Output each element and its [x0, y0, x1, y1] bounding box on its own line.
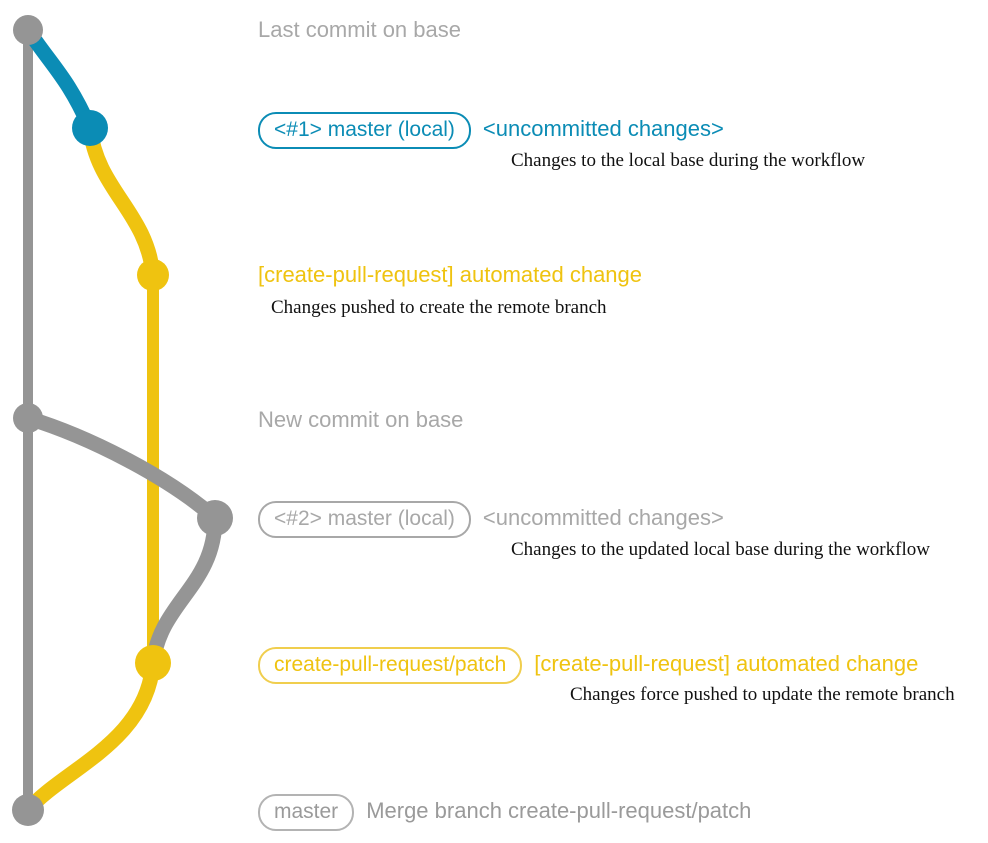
merge-commit-row: master Merge branch create-pull-request/…	[258, 794, 751, 831]
commit-subject-merge-branch: Merge branch create-pull-request/patch	[366, 798, 752, 823]
merge-commit-node[interactable]	[12, 794, 44, 826]
commit-description-force-pushed-to-update-remote-branch: Changes force pushed to update the remot…	[570, 684, 955, 705]
edge-pr-commit-2-to-merge	[20, 655, 161, 818]
edge-base-new-to-local-2	[20, 410, 223, 526]
new-commit-on-base-node[interactable]	[13, 403, 43, 433]
branch-pill-master-local-2[interactable]: <#2> master (local)	[258, 501, 471, 538]
master-local-1-row: <#1> master (local) <uncommitted changes…	[258, 112, 724, 149]
last-commit-on-base-node[interactable]	[13, 15, 43, 45]
edge-local-2-to-pr-commit-2	[145, 510, 223, 671]
master-local-2-node[interactable]	[197, 500, 233, 536]
create-pull-request-commit-1-node[interactable]	[137, 259, 169, 291]
branch-pill-master[interactable]: master	[258, 794, 355, 831]
master-local-1-node[interactable]	[72, 110, 108, 146]
create-pull-request-commit-2-node[interactable]	[135, 645, 171, 681]
create-pull-request-patch-row: create-pull-request/patch [create-pull-r…	[258, 647, 918, 684]
commit-subject-automated-change-2: [create-pull-request] automated change	[534, 651, 919, 676]
commit-subject-uncommitted-changes-2: <uncommitted changes>	[482, 505, 724, 530]
commit-description-local-base-changes: Changes to the local base during the wor…	[511, 150, 866, 171]
master-local-2-row: <#2> master (local) <uncommitted changes…	[258, 501, 724, 538]
last-commit-on-base-label: Last commit on base	[258, 17, 461, 42]
commit-subject-automated-change-1: [create-pull-request] automated change	[258, 262, 643, 287]
new-commit-on-base-label: New commit on base	[258, 407, 464, 432]
commit-subject-uncommitted-changes-1: <uncommitted changes>	[482, 116, 724, 141]
edge-local-1-to-pr-commit-1	[82, 120, 161, 283]
branch-pill-master-local-1[interactable]: <#1> master (local)	[258, 112, 471, 149]
commit-description-pushed-to-create-remote-branch: Changes pushed to create the remote bran…	[271, 297, 607, 318]
commit-description-updated-local-base-changes: Changes to the updated local base during…	[511, 539, 930, 560]
branch-pill-create-pull-request-patch[interactable]: create-pull-request/patch	[258, 647, 523, 684]
